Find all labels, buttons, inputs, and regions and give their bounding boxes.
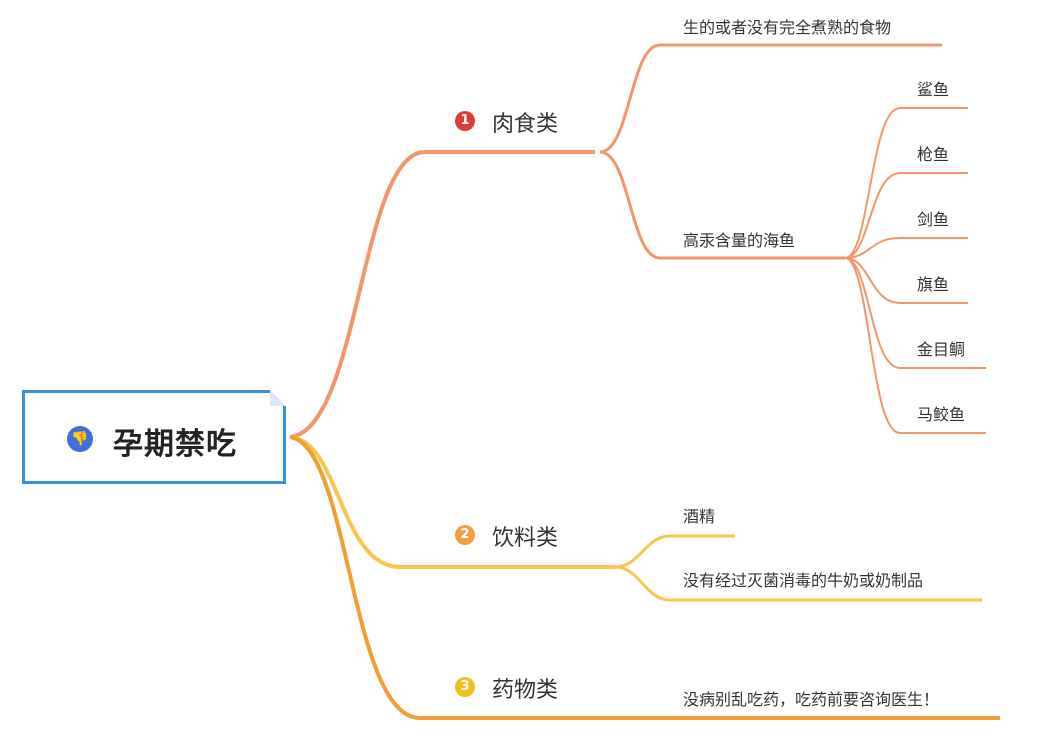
connector-root-drink xyxy=(289,435,615,569)
leaf-unpasteurized-milk[interactable]: 没有经过灭菌消毒的牛奶或奶制品 xyxy=(683,571,924,590)
connector-meat-seafish xyxy=(599,150,845,260)
leaf-tuna[interactable]: 枪鱼 xyxy=(917,145,950,164)
connector-seafish-marlin xyxy=(844,257,968,304)
leaf-marlin[interactable]: 旗鱼 xyxy=(917,275,950,294)
leaf-mackerel[interactable]: 马鲛鱼 xyxy=(917,405,966,424)
connector-seafish-tuna xyxy=(844,172,968,259)
connector-seafish-swordfish xyxy=(844,237,968,259)
root-label: 孕期禁吃 xyxy=(113,427,237,462)
connector-root-meat xyxy=(289,150,595,439)
connector-drink-alcohol xyxy=(614,534,735,569)
leaf-high-mercury-fish[interactable]: 高汞含量的海鱼 xyxy=(683,231,796,250)
branch-badge-3: 3 xyxy=(455,677,475,697)
leaf-raw-food[interactable]: 生的或者没有完全煮熟的食物 xyxy=(683,18,892,37)
connector-meat-raw xyxy=(599,43,942,154)
connector-seafish-mackerel xyxy=(844,257,986,434)
branch-label-medicine[interactable]: 药物类 xyxy=(492,678,559,703)
connector-root-medicine xyxy=(289,435,1000,720)
leaf-swordfish[interactable]: 剑鱼 xyxy=(917,210,950,229)
root-node[interactable]: 👎 孕期禁吃 xyxy=(22,390,286,484)
branch-badge-1: 1 xyxy=(455,111,475,131)
root-fold-corner xyxy=(270,390,286,406)
leaf-shark[interactable]: 鲨鱼 xyxy=(917,80,950,99)
leaf-alcohol[interactable]: 酒精 xyxy=(683,507,716,526)
branch-label-meat[interactable]: 肉食类 xyxy=(492,112,559,137)
connector-seafish-alfonsino xyxy=(844,257,986,369)
leaf-medicine-advice[interactable]: 没病别乱吃药，吃药前要咨询医生！ xyxy=(683,690,940,709)
connector-drink-milk xyxy=(614,565,982,602)
branch-badge-2: 2 xyxy=(455,525,475,545)
connector-seafish-shark xyxy=(844,107,968,259)
leaf-alfonsino[interactable]: 金目鲷 xyxy=(917,340,966,359)
thumbs-down-icon: 👎 xyxy=(67,426,93,452)
branch-label-drink[interactable]: 饮料类 xyxy=(492,526,559,551)
